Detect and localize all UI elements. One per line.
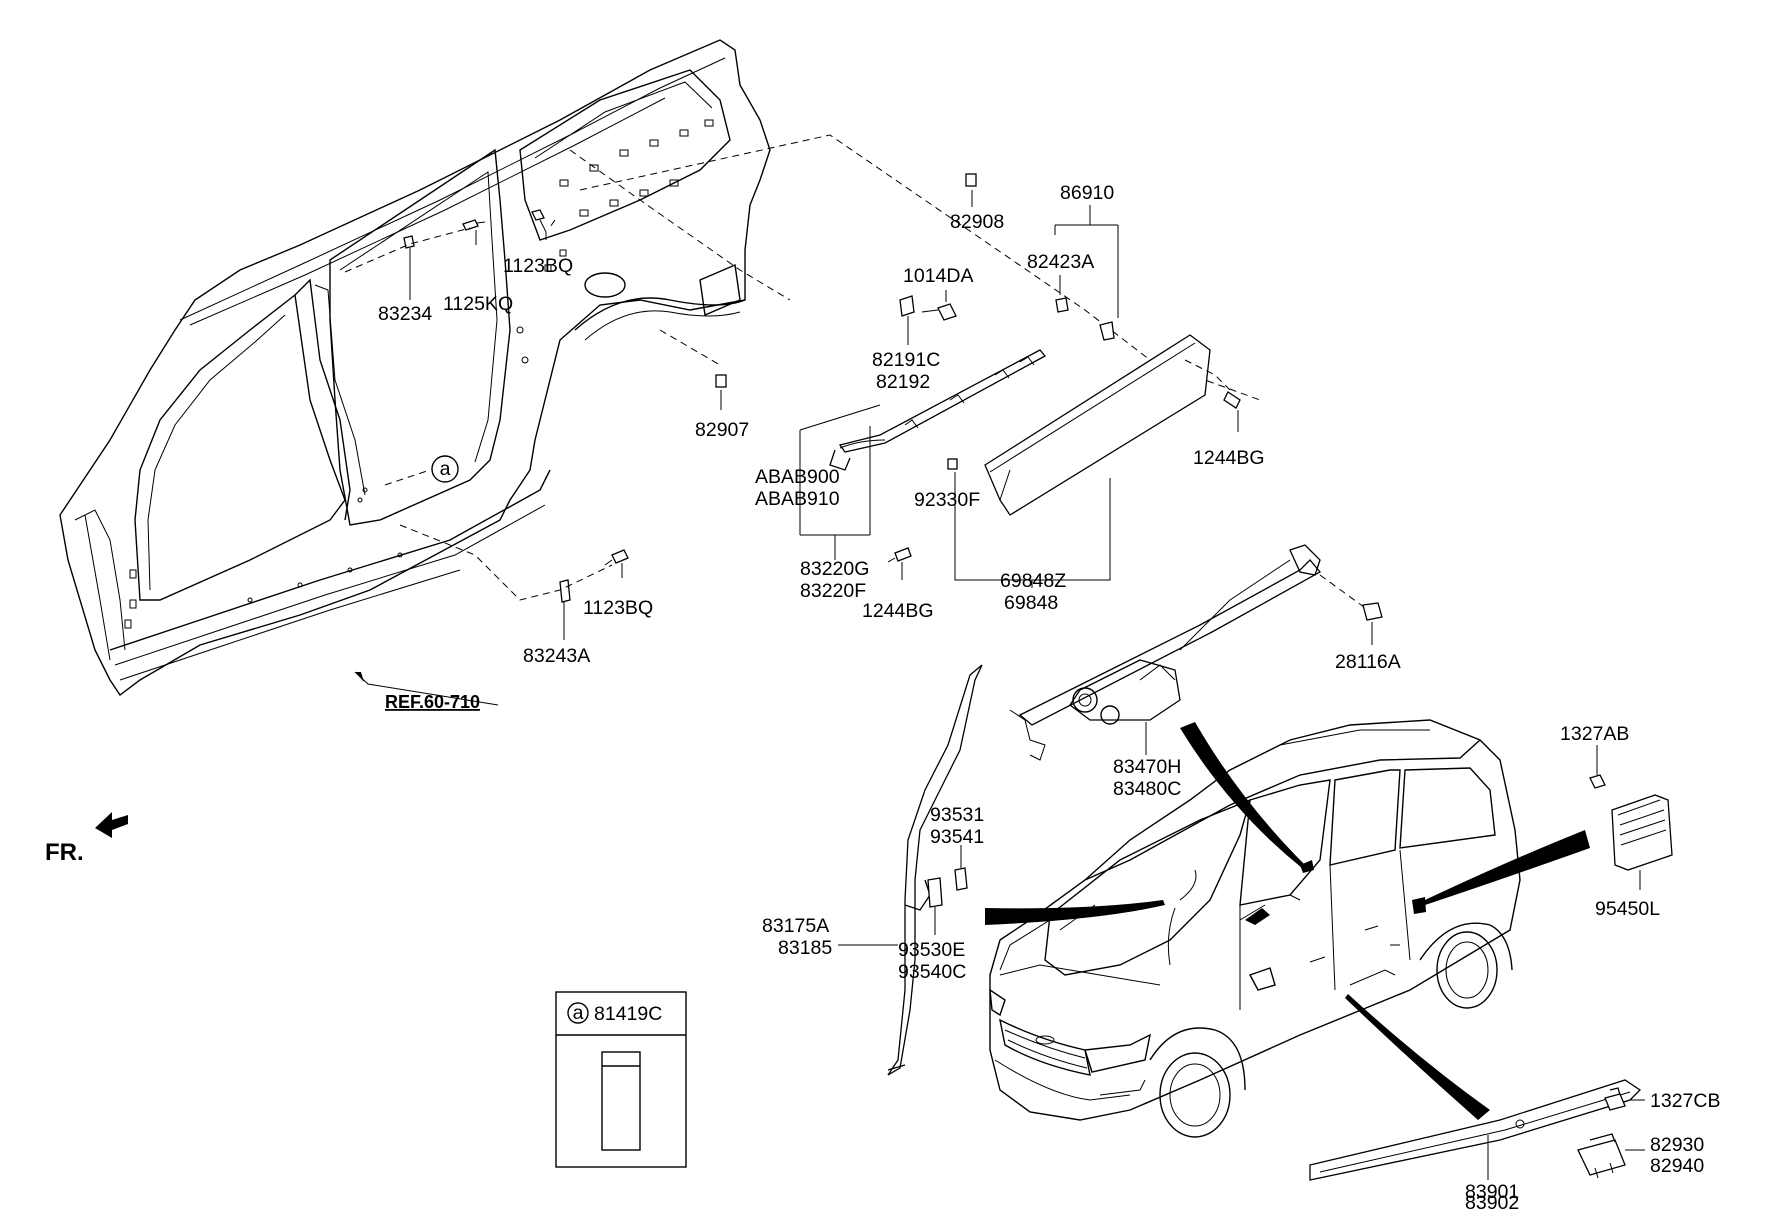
sensor-82930-icon [1577,1133,1626,1179]
clip-82191C-icon [899,295,915,317]
label-83470H: 83470H [1113,756,1181,778]
legend-box [555,991,687,1168]
screw-1244BG-right-icon [1223,391,1241,409]
label-93541: 93541 [930,826,984,848]
label-92330F: 92330F [914,489,980,511]
label-83243A: 83243A [523,645,590,667]
pad-82423A-icon [1055,297,1069,313]
pointer-wedge-module [1425,830,1590,905]
pointer-wedge-garnish [1345,994,1490,1120]
control-module-95450L-icon [1611,794,1673,871]
bolt-1123BQ-top-icon [531,209,547,233]
nut-1014DA-icon [921,303,957,321]
label-1244BG-right: 1244BG [1193,447,1265,469]
legend-part-number: 81419C [594,1003,662,1025]
label-83175A: 83175A [762,915,829,937]
label-83234: 83234 [378,303,432,325]
pillar-trim-83175A-icon [887,664,983,1076]
tag-82907-icon [715,374,727,388]
leader-28116A-dash [1319,574,1369,611]
label-82191C: 82191C [872,349,940,371]
label-93540C: 93540C [898,961,966,983]
pointer-wedge-actuator [1180,722,1305,868]
switch-93530E-icon [927,877,943,908]
bolt-1125KQ-icon [462,219,486,231]
bolt-1123BQ-bottom-icon [604,549,629,566]
tag-82908-icon [965,173,977,187]
sill-garnish-83901-icon [1309,1079,1642,1181]
label-69848Z: 69848Z [1000,570,1066,592]
label-83902: 83902 [1465,1192,1519,1211]
clip-86910-icon [1099,321,1115,341]
label-83901: 83901 [1465,1181,1519,1203]
weatherstrip-83220-icon [829,349,1047,471]
label-1244BG-left: 1244BG [862,600,934,622]
label-1123BQ-bottom: 1123BQ [583,597,653,619]
bracket-83220 [799,404,881,560]
label-82907: 82907 [695,419,749,441]
bracket-83243A-icon [559,579,571,603]
label-83185: 83185 [778,937,832,959]
clip-83234-icon [403,235,415,249]
nut-28116A-icon [1362,602,1383,621]
body-side-panel [59,39,771,697]
label-ABAB910: ABAB910 [755,488,840,510]
label-83220G: 83220G [800,558,869,580]
label-82930: 82930 [1650,1134,1704,1156]
label-95450L: 95450L [1595,898,1660,920]
label-82940: 82940 [1650,1155,1704,1177]
label-1014DA: 1014DA [903,265,973,287]
minivan-overview-icon [989,719,1521,1138]
ref-label: REF.60-710 [385,692,480,712]
bracket-86910 [1054,205,1119,318]
label-1327AB: 1327AB [1560,723,1629,745]
label-82423A: 82423A [1027,251,1094,273]
label-82908: 82908 [950,211,1004,233]
label-83480C: 83480C [1113,778,1181,800]
label-82192: 82192 [876,371,930,393]
front-label: FR. [45,839,84,866]
legend-circle-label: a [573,1002,584,1024]
pointer-wedge-switch [985,900,1165,925]
label-83220F: 83220F [800,580,866,602]
ref-arrow-icon [355,672,364,682]
grommet-1327AB-icon [1589,774,1606,789]
label-93530E: 93530E [898,939,965,961]
grommet-1327CB-icon [1604,1087,1626,1111]
label-93531: 93531 [930,804,984,826]
label-86910: 86910 [1060,182,1114,204]
label-ABAB900: ABAB900 [755,466,840,488]
label-69848: 69848 [1004,592,1058,614]
callout-a-circle [431,455,459,483]
screw-1244BG-left-icon [887,547,912,563]
callout-a-label: a [440,458,451,480]
clip-92330F-icon [947,458,958,470]
switch-93531-icon [954,867,968,891]
front-arrow-icon [95,812,128,838]
garnish-69848-icon [984,334,1211,516]
sliding-door-actuator-83470H-icon [1009,544,1322,761]
label-1123BQ-top: 1123BQ [503,255,573,277]
label-1327CB: 1327CB [1650,1090,1720,1112]
label-28116A: 28116A [1335,651,1401,673]
label-1125KQ: 1125KQ [443,293,513,315]
